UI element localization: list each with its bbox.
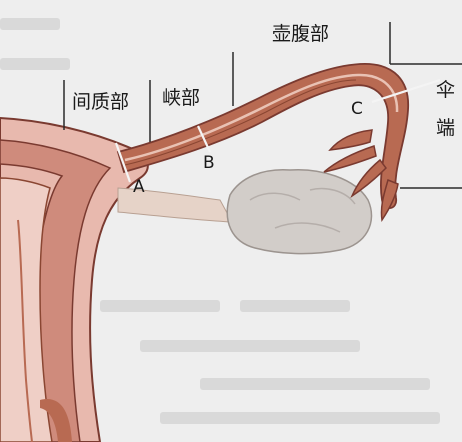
label-ampulla: 壶腹部 (272, 23, 329, 45)
label-interstitial: 间质部 (72, 91, 129, 113)
label-fimbria-2: 端 (436, 117, 455, 139)
point-label-c: C (351, 99, 363, 119)
ovary (227, 170, 371, 254)
label-fimbria-1: 伞 (436, 79, 455, 101)
point-label-b: B (203, 153, 215, 173)
point-label-a: A (133, 177, 145, 197)
label-isthmus: 峡部 (162, 87, 200, 109)
